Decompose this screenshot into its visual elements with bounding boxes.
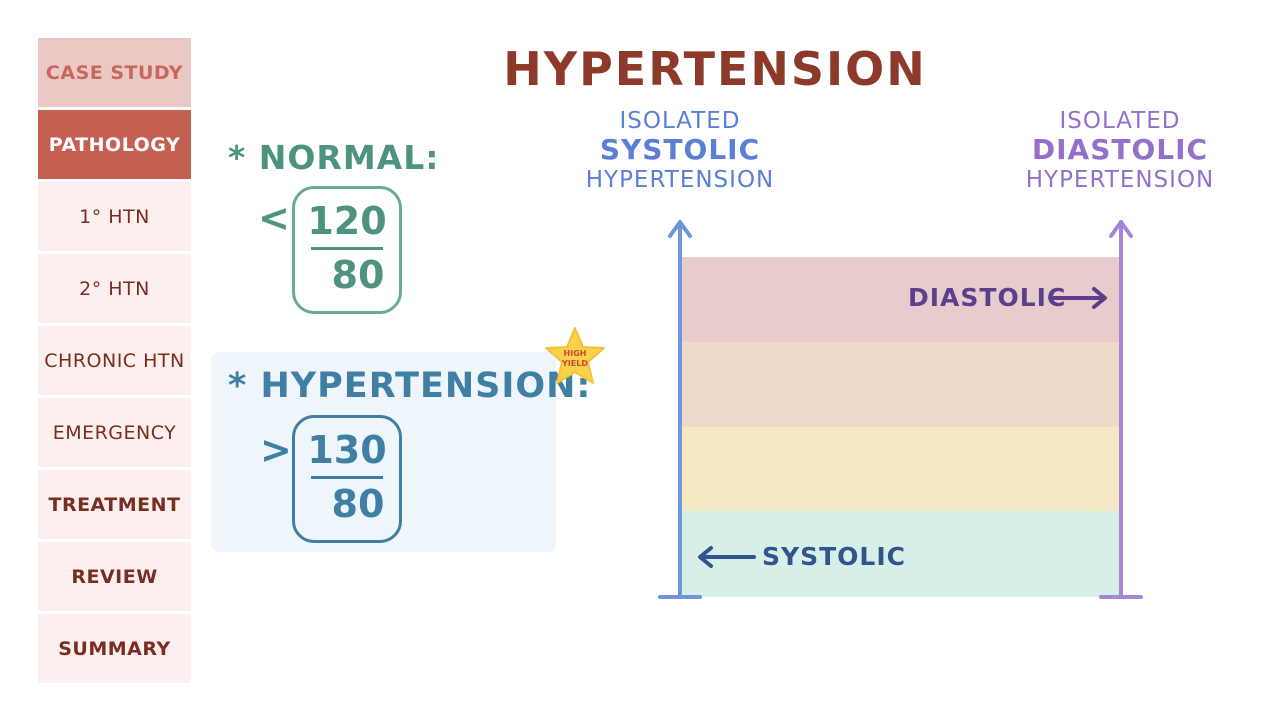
sidebar-item-label: TREATMENT (48, 493, 181, 516)
sidebar-item-emergency[interactable]: EMERGENCY (38, 398, 191, 467)
heading-line: HYPERTENSION (1025, 166, 1215, 193)
diastolic-arrowhead (1092, 287, 1107, 309)
hypertension-label: HYPERTENSION: (260, 366, 592, 406)
heading-line: ISOLATED (619, 108, 741, 134)
heading-keyword: DIASTOLIC (1031, 133, 1209, 167)
sidebar-item-review[interactable]: REVIEW (38, 542, 191, 611)
normal-systolic-value: 120 (307, 199, 387, 243)
systolic-arrowhead (698, 546, 713, 568)
fraction-bar (311, 476, 383, 479)
sidebar-item-case-study[interactable]: CASE STUDY (38, 38, 191, 107)
sidebar-item-chronic-htn[interactable]: CHRONIC HTN (38, 326, 191, 395)
sidebar-item-label: REVIEW (71, 565, 158, 588)
hypertension-bp-fraction: 130 80 (292, 415, 402, 543)
sidebar-item-label: CHRONIC HTN (44, 349, 185, 372)
band-orange (682, 342, 1120, 427)
sidebar-item-label: EMERGENCY (52, 421, 177, 444)
systolic-label: SYSTOLIC (762, 542, 906, 571)
star-shape (545, 327, 605, 384)
hypertension-panel (211, 352, 556, 552)
page-title: HYPERTENSION (503, 42, 927, 96)
heading-line: HYPERTENSION (585, 166, 775, 193)
normal-bp-fraction: 120 80 (292, 186, 402, 314)
sidebar-item-label: CASE STUDY (45, 61, 184, 84)
sidebar-item-label: SUMMARY (58, 637, 171, 660)
heading-line: ISOLATED (1059, 108, 1181, 134)
htn-systolic-value: 130 (307, 428, 387, 472)
htn-diastolic-value: 80 (331, 482, 385, 526)
less-than-symbol: < (258, 196, 290, 240)
normal-diastolic-value: 80 (331, 253, 385, 297)
sidebar-item-pathology[interactable]: PATHOLOGY (38, 110, 191, 179)
isolated-diastolic-heading: ISOLATED DIASTOLIC HYPERTENSION (1010, 108, 1230, 193)
systolic-axis-arrowhead (668, 220, 692, 238)
badge-line-1: HIGH (564, 349, 587, 358)
high-yield-star-icon: HIGH YIELD (545, 327, 605, 384)
fraction-bar (311, 247, 383, 250)
isolated-systolic-heading: ISOLATED SYSTOLIC HYPERTENSION (570, 108, 790, 193)
sidebar-item-treatment[interactable]: TREATMENT (38, 470, 191, 539)
bullet-asterisk: * (228, 138, 247, 177)
sidebar: CASE STUDY PATHOLOGY 1° HTN 2° HTN CHRON… (38, 38, 191, 686)
sidebar-item-label: 2° HTN (79, 277, 150, 300)
band-green (682, 511, 1120, 597)
sidebar-item-secondary-htn[interactable]: 2° HTN (38, 254, 191, 323)
greater-than-symbol: > (260, 428, 292, 472)
band-yellow (682, 427, 1120, 511)
diastolic-label: DIASTOLIC (908, 283, 1067, 312)
sidebar-item-summary[interactable]: SUMMARY (38, 614, 191, 683)
heading-keyword: SYSTOLIC (599, 133, 761, 167)
hypertension-heading: * HYPERTENSION: (228, 366, 591, 406)
sidebar-item-label: PATHOLOGY (48, 133, 181, 156)
sidebar-item-primary-htn[interactable]: 1° HTN (38, 182, 191, 251)
band-red (682, 257, 1120, 342)
bullet-asterisk: * (228, 366, 248, 406)
sidebar-item-label: 1° HTN (79, 205, 150, 228)
diastolic-axis-arrowhead (1109, 220, 1133, 238)
normal-label: NORMAL: (258, 138, 440, 177)
normal-heading: * NORMAL: (228, 138, 439, 177)
badge-line-2: YIELD (561, 359, 588, 368)
